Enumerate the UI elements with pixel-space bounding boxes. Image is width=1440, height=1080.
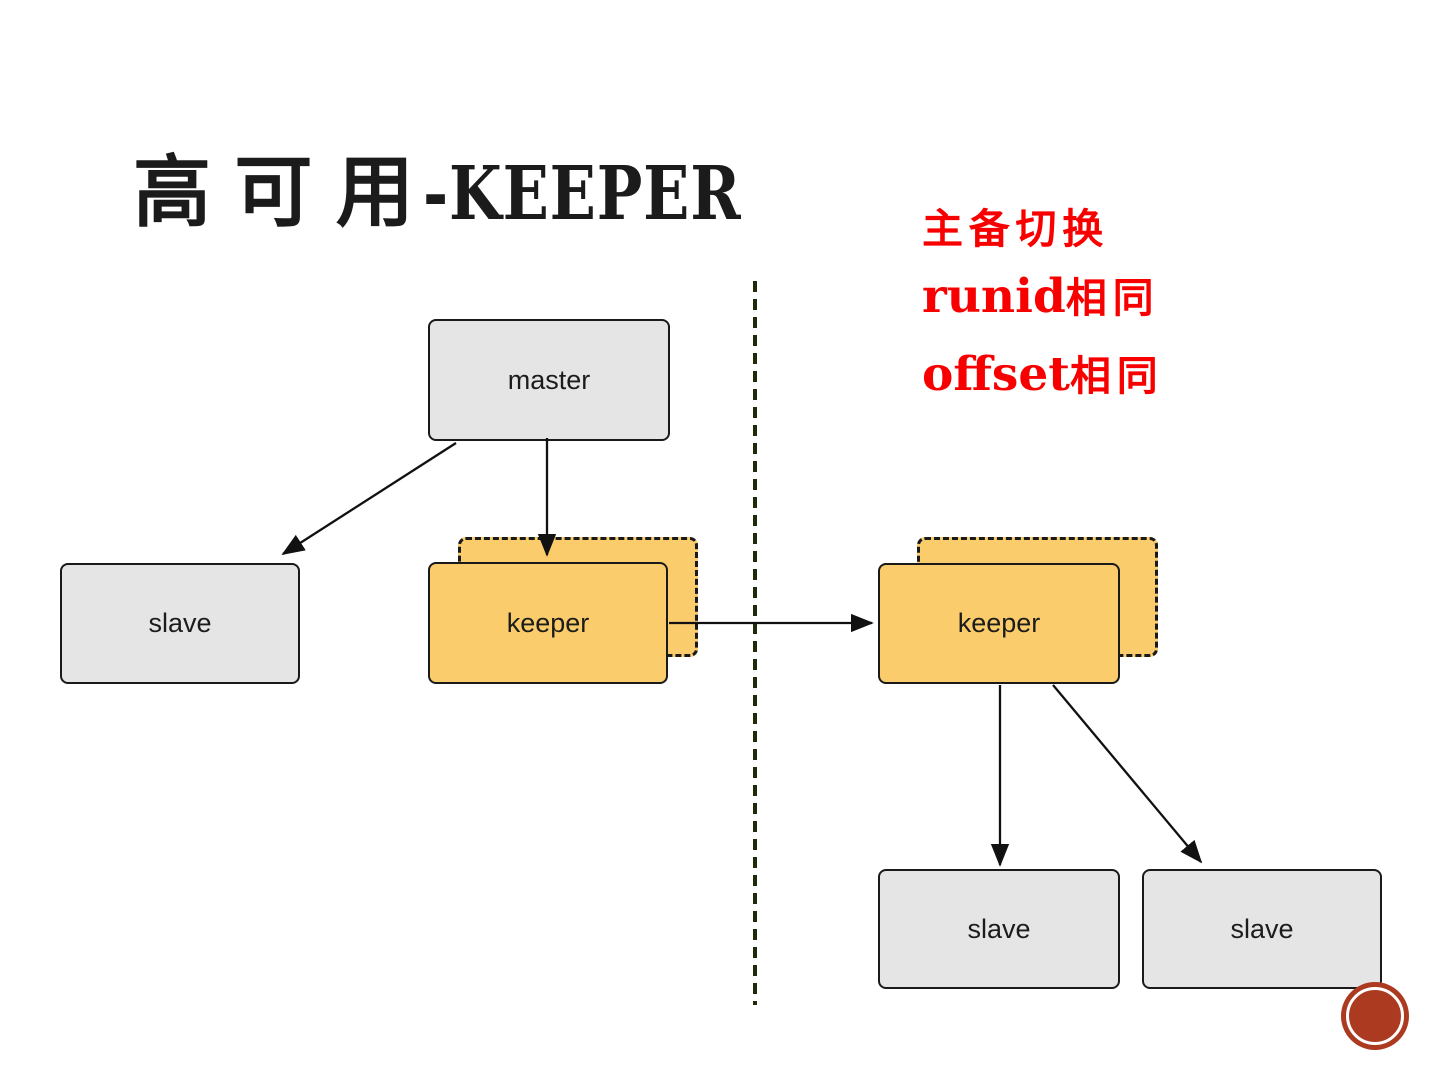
annotation-runid-cjk-text: 相同 [1065,274,1160,322]
red-circle-logo-icon [1341,982,1409,1050]
node-keeper-right-label: keeper [957,608,1041,638]
node-slave-bottom-right: slave [1142,869,1382,989]
annotation-line-offset: offset相同 [922,346,1163,405]
node-master-label: master [507,364,591,395]
annotation-failover-text: 主备切换 [922,205,1109,253]
page-title: 高可用-KEEPER [133,138,812,254]
edge-master-to-slave [281,442,457,555]
annotation-runid-latin-text: runid [922,269,1066,324]
node-keeper-left-label: keeper [506,607,590,638]
node-slave-bottom-right-label: slave [1230,913,1294,944]
annotation-offset-latin-text: offset [922,347,1070,402]
annotation-line-failover: 主备切换 [922,200,1109,258]
node-slave-bottom-left: slave [878,869,1120,989]
node-master: master [428,319,670,441]
node-slave-left-label: slave [148,608,212,638]
page-title-cjk-text: 高可用 [133,147,438,238]
node-keeper-left: keeper [428,562,668,684]
node-slave-bottom-left-label: slave [967,913,1031,944]
node-keeper-right: keeper [878,563,1120,684]
annotation-offset-cjk-text: 相同 [1070,352,1164,400]
node-slave-left: slave [60,563,300,684]
page-title-latin-text: -KEEPER [423,151,742,237]
edge-keeper-to-slave-right [1052,684,1203,864]
annotation-line-runid: runid相同 [922,268,1159,327]
